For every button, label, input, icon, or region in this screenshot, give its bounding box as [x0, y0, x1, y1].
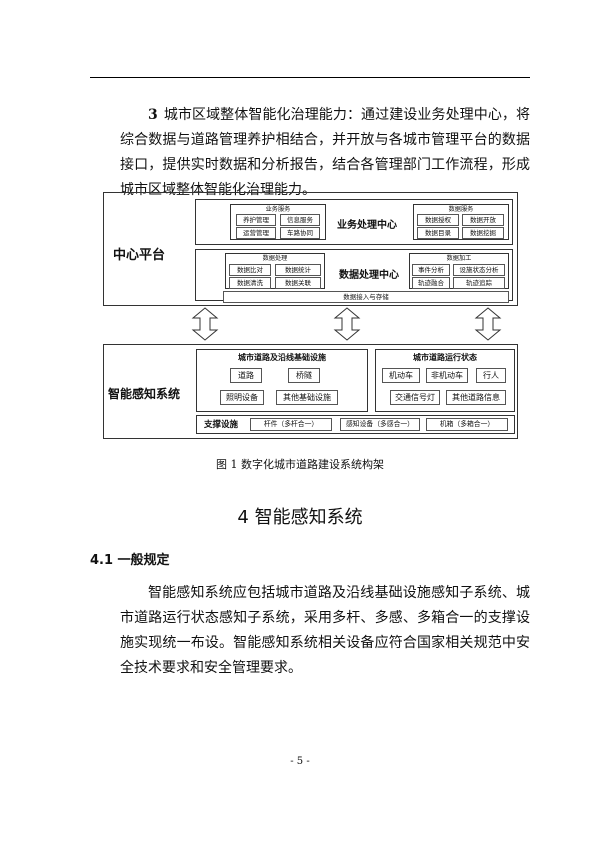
data-item-catalog: 数据目录	[417, 227, 459, 239]
proc-item-correlation: 数据关联	[275, 277, 321, 289]
infra-item-bridge-tunnel: 桥隧	[288, 368, 320, 383]
data-item-mining: 数据挖掘	[462, 227, 504, 239]
paragraph-3-text: 城市区域整体智能化治理能力：通过建设业务处理中心，将综合数据与道路管理养护相结合…	[120, 107, 530, 198]
infra-item-lighting: 照明设备	[220, 390, 264, 405]
business-center-box	[195, 199, 513, 245]
op-item-signal: 交通信号灯	[390, 390, 440, 405]
paragraph-4-1-text: 智能感知系统应包括城市道路及沿线基础设施感知子系统、城市道路运行状态感知子系统，…	[120, 585, 530, 676]
section-title: 4 智能感知系统	[237, 507, 363, 528]
proc-item-compare: 数据比对	[229, 264, 271, 276]
data-item-authorize: 数据授权	[417, 214, 459, 226]
data-ingest-bar: 数据接入与存储	[223, 291, 509, 303]
business-services-box	[230, 204, 326, 240]
biz-item-operations: 运营管理	[236, 227, 276, 239]
double-arrow-left	[191, 307, 219, 341]
biz-item-maintenance: 养护管理	[236, 214, 276, 226]
data-services-title: 数据服务	[448, 206, 474, 213]
business-center-label: 业务处理中心	[337, 220, 397, 231]
op-item-non-motor: 非机动车	[426, 368, 468, 383]
business-services-title: 业务服务	[265, 206, 291, 213]
data-item-open: 数据开放	[462, 214, 504, 226]
double-arrow-center	[333, 307, 361, 341]
operation-state-title: 城市道路运行状态	[413, 352, 477, 362]
infra-item-road: 道路	[230, 368, 262, 383]
support-item-sensor: 感知设备（多感合一）	[340, 418, 420, 431]
support-label: 支撑设施	[204, 420, 239, 430]
fusion-item-trajectory-merge: 轨迹融合	[412, 277, 450, 289]
support-box	[196, 415, 515, 434]
page-number: - 5 -	[290, 756, 310, 767]
proc-item-cleaning: 数据清洗	[229, 277, 271, 289]
data-services-box	[413, 204, 509, 240]
infra-item-other: 其他基础设施	[276, 390, 338, 405]
data-center-label: 数据处理中心	[339, 270, 399, 281]
biz-item-vehicle-road: 车路协同	[280, 227, 320, 239]
architecture-figure: 中心平台 业务服务 养护管理 信息服务 运营管理 车路协同 业务处理中心 数据服…	[103, 192, 518, 439]
fusion-item-event: 事件分析	[412, 264, 450, 276]
perception-system-box	[103, 344, 518, 439]
operation-state-box	[375, 349, 515, 412]
figure-caption: 图 1 数字化城市道路建设系统构架	[216, 458, 384, 471]
infrastructure-title: 城市道路及沿线基础设施	[238, 352, 326, 362]
center-platform-label: 中心平台	[113, 248, 166, 263]
data-processing-title: 数据处理	[262, 255, 288, 262]
proc-item-statistics: 数据统计	[275, 264, 321, 276]
header-rule	[90, 77, 530, 78]
center-platform-box	[103, 192, 518, 306]
support-item-cabinet: 机箱（多箱合一）	[426, 418, 508, 431]
fusion-item-trajectory-track: 轨迹追踪	[453, 277, 505, 289]
biz-item-info-service: 信息服务	[280, 214, 320, 226]
data-fusion-title: 数据加工	[446, 255, 472, 262]
op-item-pedestrian: 行人	[476, 368, 506, 383]
op-item-motor-vehicle: 机动车	[382, 368, 420, 383]
infrastructure-box	[196, 349, 368, 412]
item-number: 3	[148, 107, 158, 123]
double-arrow-right	[474, 307, 502, 341]
fusion-item-facility: 设施状态分析	[453, 264, 505, 276]
perception-system-label: 智能感知系统	[108, 387, 181, 401]
op-item-other-road-info: 其他道路信息	[446, 390, 506, 405]
paragraph-4-1: 智能感知系统应包括城市道路及沿线基础设施感知子系统、城市道路运行状态感知子系统，…	[120, 581, 530, 681]
support-item-pole: 杆件（多杆合一）	[250, 418, 332, 431]
subsection-title: 4.1 一般规定	[90, 553, 170, 568]
